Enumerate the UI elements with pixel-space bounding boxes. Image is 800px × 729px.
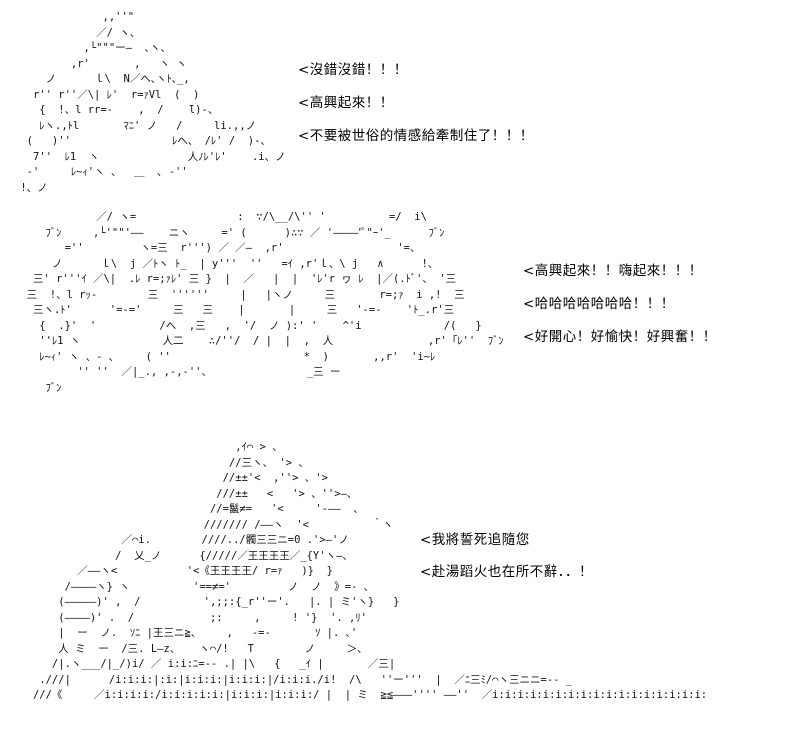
dialog-line: <哈哈哈哈哈哈哈！！！ [523,296,675,312]
ascii-art-soldiers: ,ｲ⌒ > 、 //三ヽ、 '> 、 //±±'< ,''> 、'> ///±±… [32,441,708,701]
dialog-line: <沒錯沒錯！！！ [298,62,408,78]
ascii-art-crowd: ／/ ヽ= : ∵/\__/\'' ' =/ i\ ﾌﾞﾝ ,└'""'―― ニ… [26,211,504,394]
ascii-art-figure-1: ,,''" ／/ ヽ、 ,└"""ー― ､ヽ、 ,r' , ヽ ヽ ノ ｌ\ N… [20,11,286,194]
dialog-line: <高興起來！！ [298,95,394,111]
dialog-line: <我將誓死追隨您 [420,532,530,548]
dialog-line: <赴湯蹈火也在所不辭．．！ [420,564,594,580]
dialog-line: <高興起來！！嗨起來！！！ [523,263,703,279]
dialog-line: <好開心！好愉快！好興奮！！ [523,329,717,345]
dialog-line: <不要被世俗的情感給牽制住了！！！ [298,128,534,144]
